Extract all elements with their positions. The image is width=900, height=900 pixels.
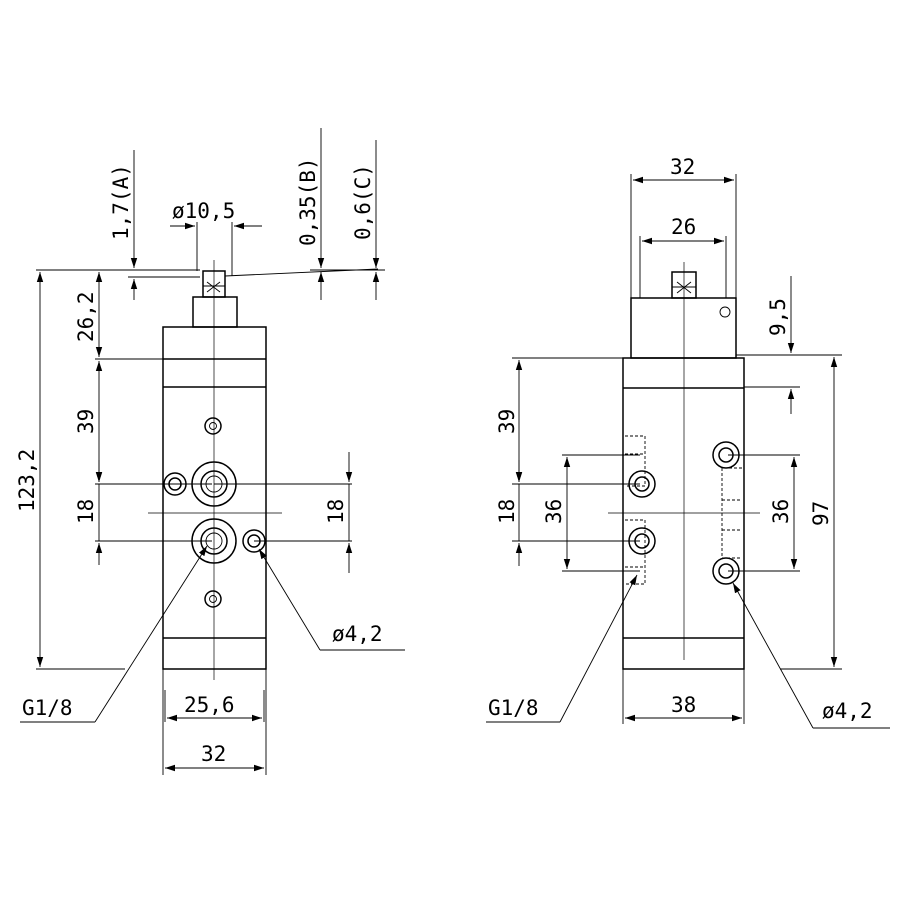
dim-top-stroke-c: 0,6(C) [351,164,375,240]
left-small-hole-top [204,417,222,435]
dim-port-thread-left-view: G1/8 [22,696,73,720]
dim-port-span-right: 36 [769,499,793,524]
right-valve-body [622,357,745,670]
dim-upper-port: 39 [74,409,98,434]
dim-head-height: 26,2 [74,291,98,342]
dim-plunger-diameter: ø10,5 [172,199,235,223]
dim-port-pitch-right: 18 [324,499,348,524]
dim-top-width: 32 [670,155,695,179]
dim-body-height: 97 [809,501,833,526]
dim-head-offset: 9,5 [766,298,790,336]
right-head-block [630,297,737,359]
left-view [20,128,405,775]
dim-head-width: 26 [671,215,696,239]
dim-top-stroke-a: 1,7(A) [109,164,133,240]
dim-mount-hole-left-view: ø4,2 [332,622,383,646]
dim-upper-port-right-view: 39 [495,409,519,434]
dim-port-pitch-left: 18 [74,499,98,524]
dim-body-width-left-view: 32 [201,742,226,766]
left-valve-body [162,326,267,670]
right-view [486,174,890,729]
dim-inner-width: 25,6 [184,693,235,717]
dim-port-pitch-right-view: 18 [495,499,519,524]
left-small-hole-bottom [204,590,222,608]
dim-mount-hole-right-view: ø4,2 [822,699,873,723]
left-plunger-housing [192,296,238,328]
dim-port-thread-right-view: G1/8 [488,696,539,720]
dim-overall-height: 123,2 [15,449,39,512]
right-head-hole [719,306,731,318]
dim-port-span-left: 36 [542,499,566,524]
dim-body-width-right-view: 38 [671,693,696,717]
dim-top-stroke-b: 0,35(B) [296,157,320,246]
